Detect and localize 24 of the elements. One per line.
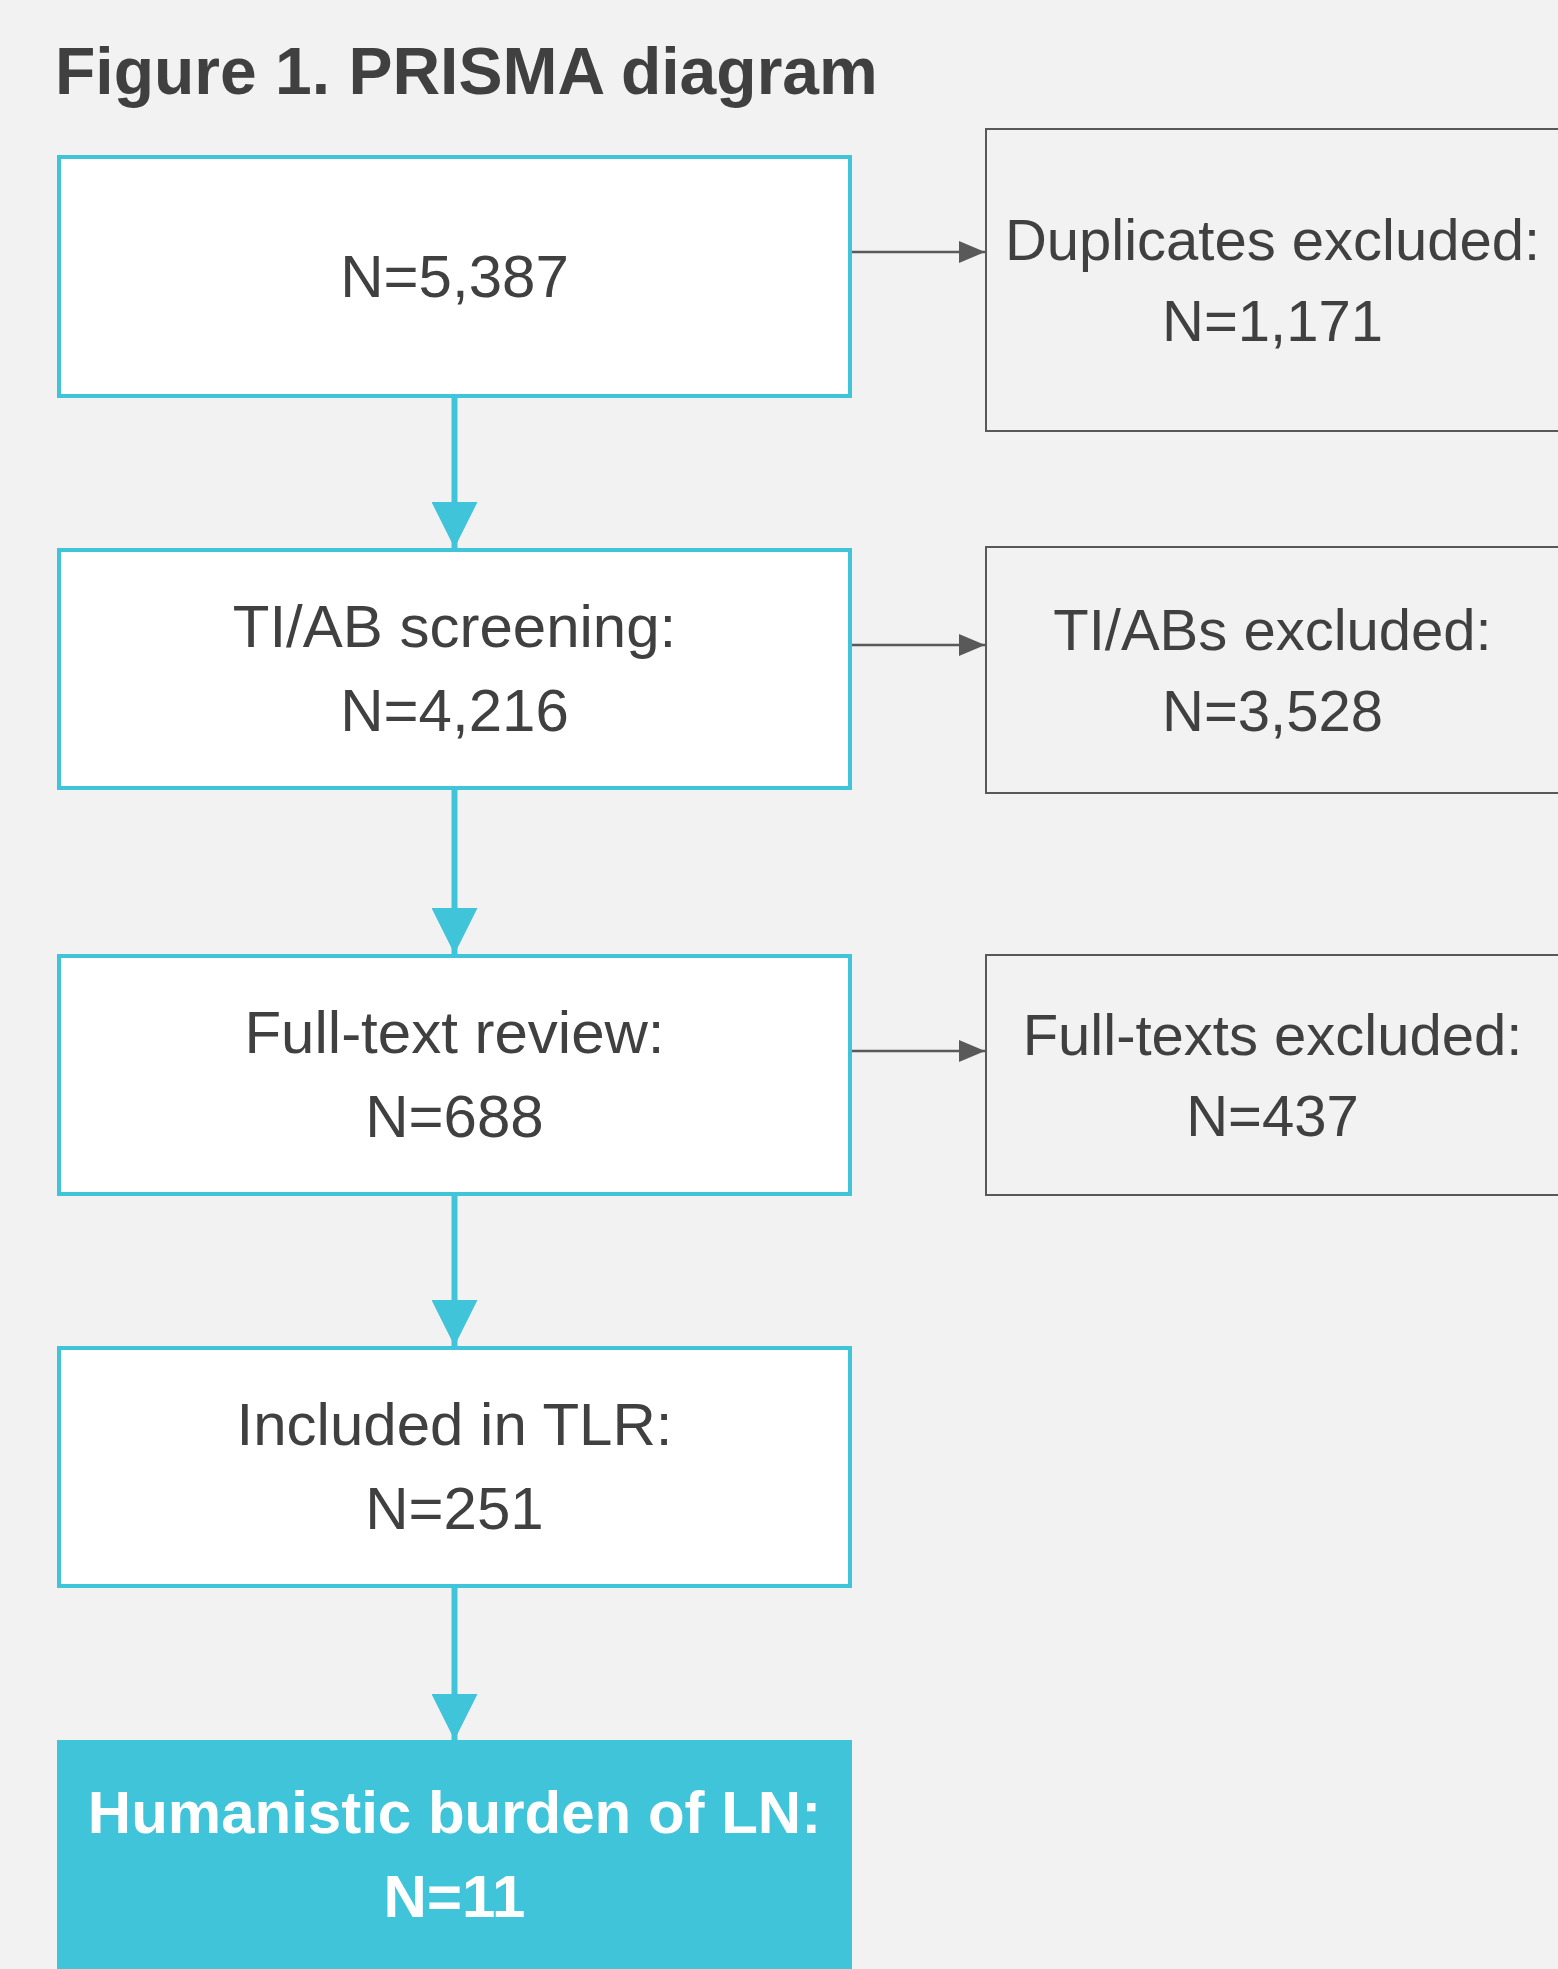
- arrow: [852, 634, 985, 656]
- box-text: TI/AB screening: N=4,216: [231, 592, 678, 746]
- process-box: [57, 155, 852, 398]
- figure-title: Figure 1. PRISMA diagram: [55, 33, 878, 110]
- exclusion-box: [985, 954, 1558, 1196]
- arrow: [431, 398, 478, 548]
- box-text: Full-text review: N=688: [243, 998, 666, 1152]
- box-text: Duplicates excluded: N=1,171: [1003, 205, 1542, 355]
- arrow: [431, 1196, 478, 1346]
- box-text: Humanistic burden of LN: N=11: [86, 1777, 823, 1932]
- box-text: Full-texts excluded: N=437: [1021, 1000, 1524, 1150]
- box-text: N=5,387: [340, 241, 569, 312]
- arrow: [431, 1588, 478, 1740]
- box-text: TI/ABs excluded: N=3,528: [1052, 595, 1493, 745]
- arrow: [852, 241, 985, 263]
- arrow: [852, 1040, 985, 1062]
- exclusion-box: [985, 546, 1558, 794]
- exclusion-box: [985, 128, 1558, 432]
- arrow: [431, 790, 478, 954]
- process-box: [57, 1346, 852, 1588]
- box-text: Included in TLR: N=251: [235, 1390, 674, 1544]
- process-box: [57, 954, 852, 1196]
- process-box: [57, 548, 852, 790]
- result-box: [57, 1740, 852, 1969]
